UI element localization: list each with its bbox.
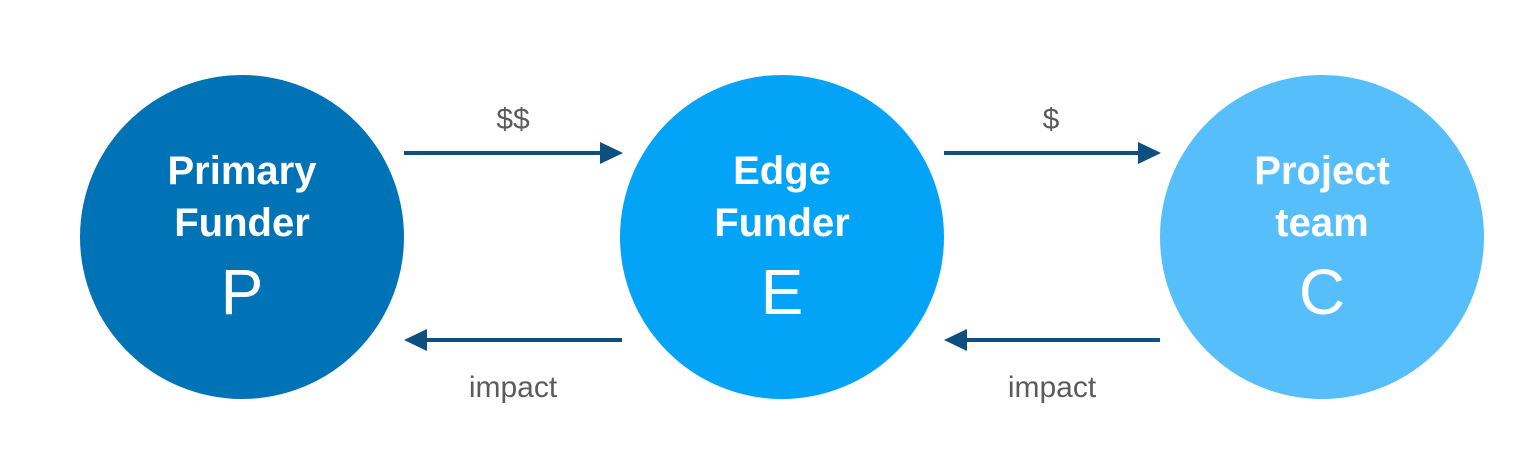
edge-primary-to-edge: $$ xyxy=(404,103,623,164)
node-project-circle xyxy=(1160,75,1484,399)
edge-label-money-small: $ xyxy=(1043,103,1060,136)
edge-label-impact-left: impact xyxy=(469,371,558,404)
edge-edge-to-primary: impact xyxy=(404,329,622,404)
node-edge-funder: Edge Funder E xyxy=(620,75,944,399)
node-primary-name-line1: Primary xyxy=(168,149,318,193)
node-primary-circle xyxy=(80,75,404,399)
node-primary-name-line2: Funder xyxy=(174,201,310,245)
node-project-letter: C xyxy=(1299,256,1345,328)
arrowhead-left-icon xyxy=(944,329,967,351)
arrowhead-right-icon xyxy=(1138,142,1161,164)
arrowhead-right-icon xyxy=(600,142,623,164)
node-edge-letter: E xyxy=(761,256,804,328)
edge-edge-to-project: $ xyxy=(944,103,1161,164)
node-primary-funder: Primary Funder P xyxy=(80,75,404,399)
edge-label-impact-right: impact xyxy=(1008,371,1097,404)
node-project-team: Project team C xyxy=(1160,75,1484,399)
arrowhead-left-icon xyxy=(404,329,427,351)
edge-project-to-edge: impact xyxy=(944,329,1160,404)
node-project-name-line2: team xyxy=(1275,201,1368,245)
node-edge-name-line1: Edge xyxy=(733,149,831,193)
node-primary-letter: P xyxy=(221,256,264,328)
node-edge-circle xyxy=(620,75,944,399)
node-edge-name-line2: Funder xyxy=(714,201,850,245)
node-project-name-line1: Project xyxy=(1254,149,1390,193)
edge-label-money-large: $$ xyxy=(496,103,530,136)
